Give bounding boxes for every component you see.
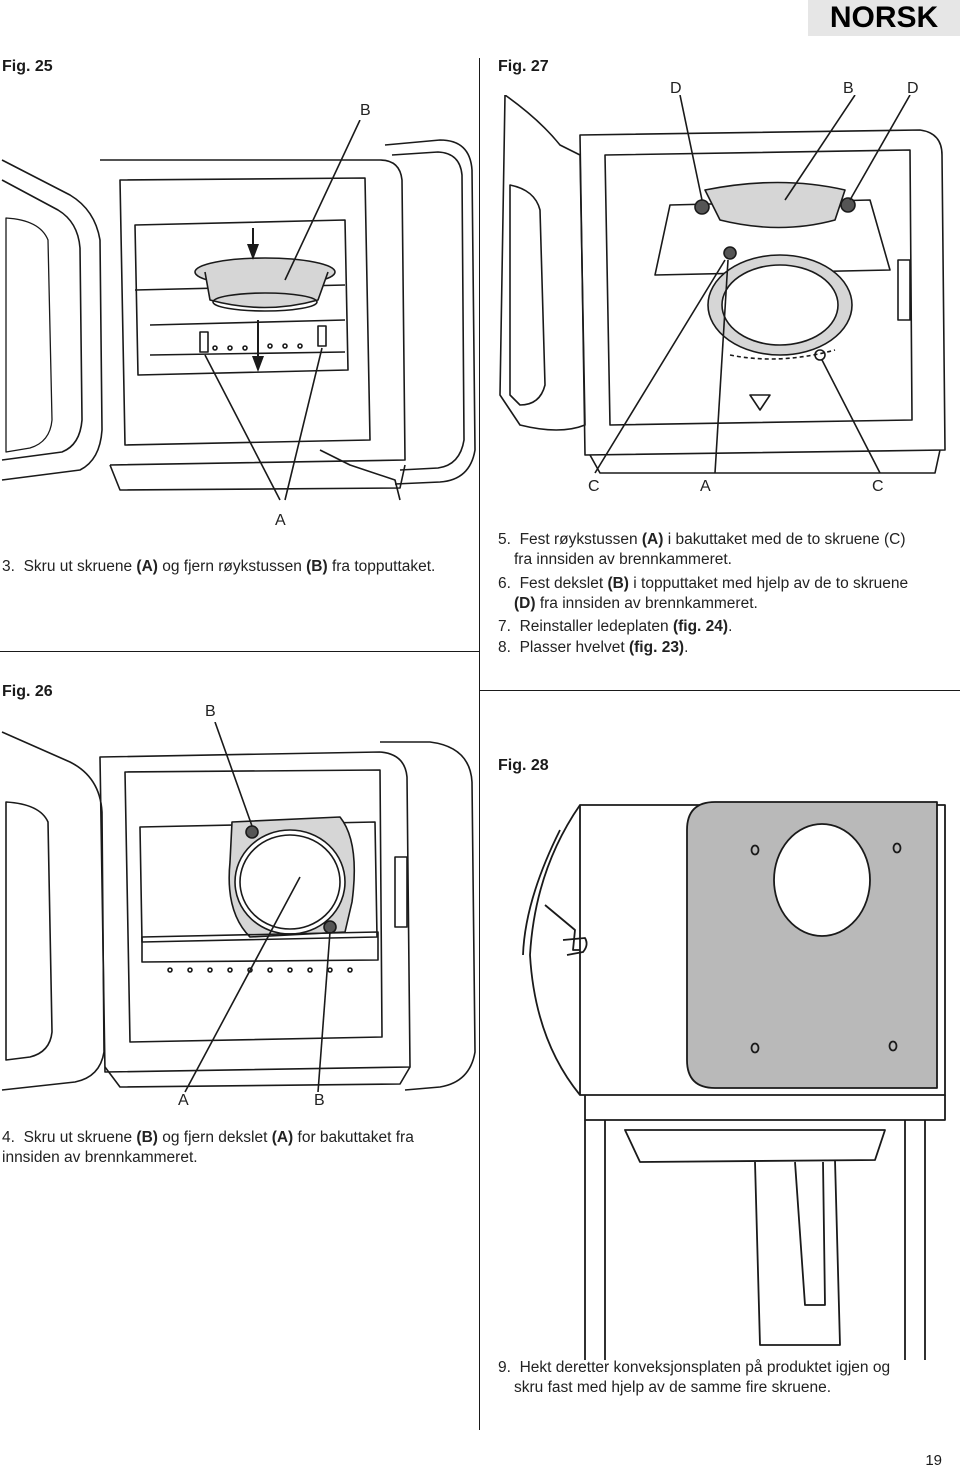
left-section-divider	[0, 651, 479, 652]
page-number: 19	[925, 1452, 942, 1469]
fig27-step-5: 5. Fest røykstussen (A) i bakuttaket med…	[498, 531, 906, 568]
fig26-callout-b-bottom: B	[314, 1092, 325, 1109]
fig28-label: Fig. 28	[498, 757, 549, 774]
fig27-callout-d-left: D	[670, 80, 682, 97]
fig25-label: Fig. 25	[2, 58, 53, 75]
fig25-step-3: 3. Skru ut skruene (A) og fjern røykstus…	[2, 558, 436, 575]
fig27-callout-c-right: C	[872, 478, 884, 495]
fig27-step-7: 7. Reinstaller ledeplaten (fig. 24).	[498, 618, 733, 635]
fig27-step-6: 6. Fest dekslet (B) i topputtaket med hj…	[498, 575, 909, 612]
fig26-step-4: 4. Skru ut skruene (B) og fjern dekslet …	[2, 1129, 414, 1166]
fig28-step-9: 9. Hekt deretter konveksjonsplaten på pr…	[498, 1359, 891, 1396]
fig26-callout-a: A	[178, 1092, 189, 1109]
fig27-illustration	[499, 95, 946, 474]
fig27-callout-b: B	[843, 80, 854, 97]
fig27-callout-c-left: C	[588, 478, 600, 495]
fig25-callout-a: A	[275, 512, 286, 529]
fig28-illustration	[522, 801, 946, 1360]
fig25-callout-b: B	[360, 102, 371, 119]
right-section-divider	[480, 690, 960, 691]
fig26-label: Fig. 26	[2, 683, 53, 700]
language-label: NORSK	[808, 0, 960, 36]
fig26-illustration	[1, 722, 476, 1093]
vertical-divider	[479, 58, 480, 1430]
fig25-illustration	[1, 120, 476, 501]
fig27-label: Fig. 27	[498, 58, 549, 75]
fig27-step-8: 8. Plasser hvelvet (fig. 23).	[498, 639, 689, 656]
fig27-callout-a: A	[700, 478, 711, 495]
fig27-callout-d-right: D	[907, 80, 919, 97]
fig26-callout-b-top: B	[205, 703, 216, 720]
